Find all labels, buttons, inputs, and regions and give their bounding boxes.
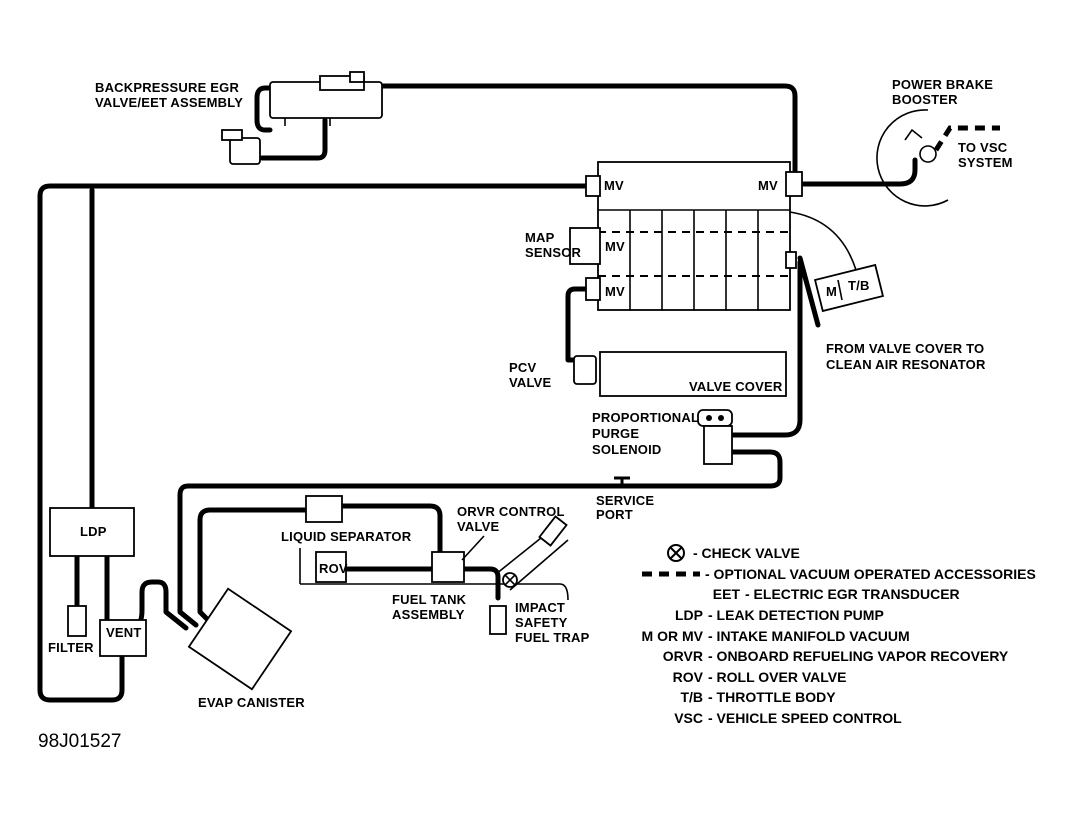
legend-text-vsc: - VEHICLE SPEED CONTROL <box>708 710 902 726</box>
mv-fitting-left-bottom <box>585 277 601 301</box>
ldp-box <box>49 507 135 557</box>
hose-egr-to-right-mv <box>377 83 798 181</box>
pcv-valve <box>573 355 597 385</box>
filter-box <box>67 605 87 637</box>
vent-box <box>99 619 147 657</box>
mv-label-right: MV <box>758 178 778 193</box>
diagram-code: 98J01527 <box>38 731 121 752</box>
hose-mv-to-booster <box>797 157 918 187</box>
mv-label-map: MV <box>605 239 625 254</box>
ldp-label: LDP <box>80 524 107 539</box>
legend: - CHECK VALVE - OPTIONAL VACUUM OPERATED… <box>642 544 1036 726</box>
legend-abbr-orvr: ORVR <box>663 648 703 664</box>
hose-solenoid-to-service <box>177 449 783 628</box>
throttle-m-label: M <box>826 284 837 299</box>
fuel-tank-assembly <box>299 548 569 601</box>
map-sensor <box>569 227 601 265</box>
evap-canister-label: EVAP CANISTER <box>198 695 305 710</box>
vent-label: VENT <box>106 625 141 640</box>
liquid-separator-box <box>305 495 343 523</box>
service-port <box>614 476 630 486</box>
hose-separator-left <box>197 507 313 625</box>
mv-label-pcv: MV <box>605 284 625 299</box>
filler-neck <box>495 515 569 591</box>
hose-left-outer <box>37 183 125 703</box>
legend-abbr-vsc: VSC <box>674 710 703 726</box>
throttle-tb-label: T/B <box>848 278 870 293</box>
throttle-fitting <box>785 251 797 269</box>
legend-abbr-tb: T/B <box>680 689 703 705</box>
legend-text-mv: - INTAKE MANIFOLD VACUUM <box>708 628 910 644</box>
hose-valvecover-resonator <box>729 259 803 438</box>
liquid-separator-label: LIQUID SEPARATOR <box>281 529 412 544</box>
egr-valve-assembly <box>221 71 383 165</box>
hose-mv-to-pcv <box>565 286 593 363</box>
valve-cover-label: VALVE COVER <box>689 379 783 394</box>
legend-text-rov: - ROLL OVER VALVE <box>708 669 846 685</box>
hose-egr-left-loop <box>254 85 301 133</box>
legend-text-tb: - THROTTLE BODY <box>708 689 836 705</box>
rov-box <box>315 551 347 583</box>
mv-fitting-right <box>785 171 803 197</box>
power-brake-booster <box>876 109 1000 207</box>
legend-abbr-eet: EET <box>713 586 741 602</box>
legend-optional-text: - OPTIONAL VACUUM OPERATED ACCESSORIES <box>705 566 1036 582</box>
rov-label: ROV <box>319 561 348 576</box>
hose-throttle-body <box>797 255 821 328</box>
valve-cover <box>599 351 787 397</box>
impact-safety-fuel-trap <box>489 605 507 635</box>
hose-egr-transducer <box>259 117 328 161</box>
legend-text-eet: - ELECTRIC EGR TRANSDUCER <box>745 586 960 602</box>
legend-check-valve-text: - CHECK VALVE <box>693 545 800 561</box>
evap-canister-box <box>187 587 293 691</box>
throttle-body <box>789 211 885 313</box>
legend-abbr-ldp: LDP <box>675 607 703 623</box>
legend-text-ldp: - LEAK DETECTION PUMP <box>708 607 884 623</box>
legend-abbr-rov: ROV <box>673 669 704 685</box>
mv-label-left-top: MV <box>604 178 624 193</box>
legend-abbr-mv: M OR MV <box>642 628 704 644</box>
filter-label: FILTER <box>48 640 94 655</box>
mv-fitting-left-top <box>585 175 601 197</box>
intake-manifold <box>585 161 803 311</box>
hose-separator-right <box>337 503 443 556</box>
purge-solenoid <box>697 409 733 465</box>
vacuum-hoses <box>37 83 918 703</box>
legend-text-orvr: - ONBOARD REFUELING VAPOR RECOVERY <box>708 648 1009 664</box>
hose-tank-to-trap <box>459 566 501 601</box>
